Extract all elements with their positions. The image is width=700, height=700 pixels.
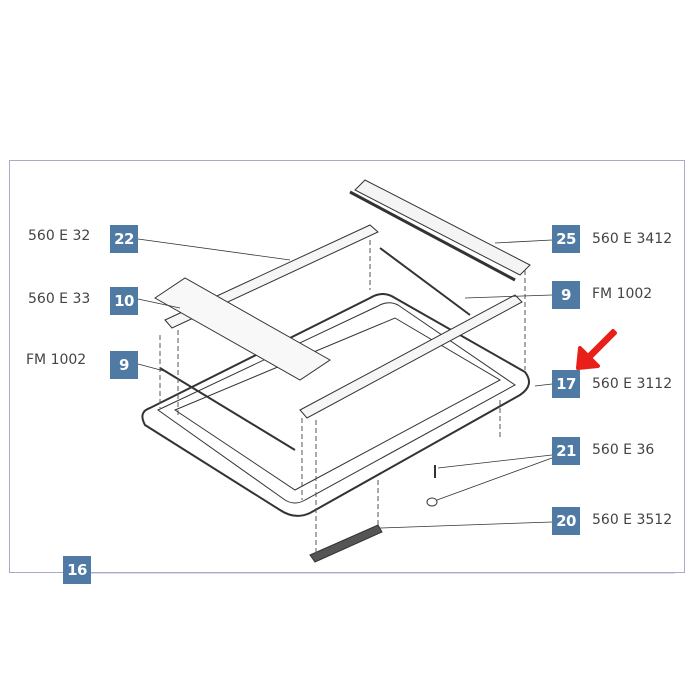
part-code-25: 560 E 3412 (592, 231, 673, 247)
part-badge-25[interactable]: 25 (552, 225, 580, 253)
highlight-arrow-icon (576, 329, 617, 370)
part-badge-17[interactable]: 17 (552, 370, 580, 398)
part-badge-22[interactable]: 22 (110, 225, 138, 253)
frame-badge-16[interactable]: 16 (63, 556, 91, 584)
part-badge-9-right[interactable]: 9 (552, 281, 580, 309)
part-badge-9-left[interactable]: 9 (110, 351, 138, 379)
part-code-17: 560 E 3112 (592, 376, 673, 392)
part-code-9-left: FM 1002 (26, 352, 87, 368)
diagram-frame (9, 160, 685, 573)
part-badge-10[interactable]: 10 (110, 287, 138, 315)
part-code-22: 560 E 32 (28, 228, 91, 244)
part-code-10: 560 E 33 (28, 291, 91, 307)
part-badge-21[interactable]: 21 (552, 437, 580, 465)
part-badge-20[interactable]: 20 (552, 507, 580, 535)
part-code-20: 560 E 3512 (592, 512, 673, 528)
part-code-21: 560 E 36 (592, 442, 655, 458)
part-code-9-right: FM 1002 (592, 286, 653, 302)
